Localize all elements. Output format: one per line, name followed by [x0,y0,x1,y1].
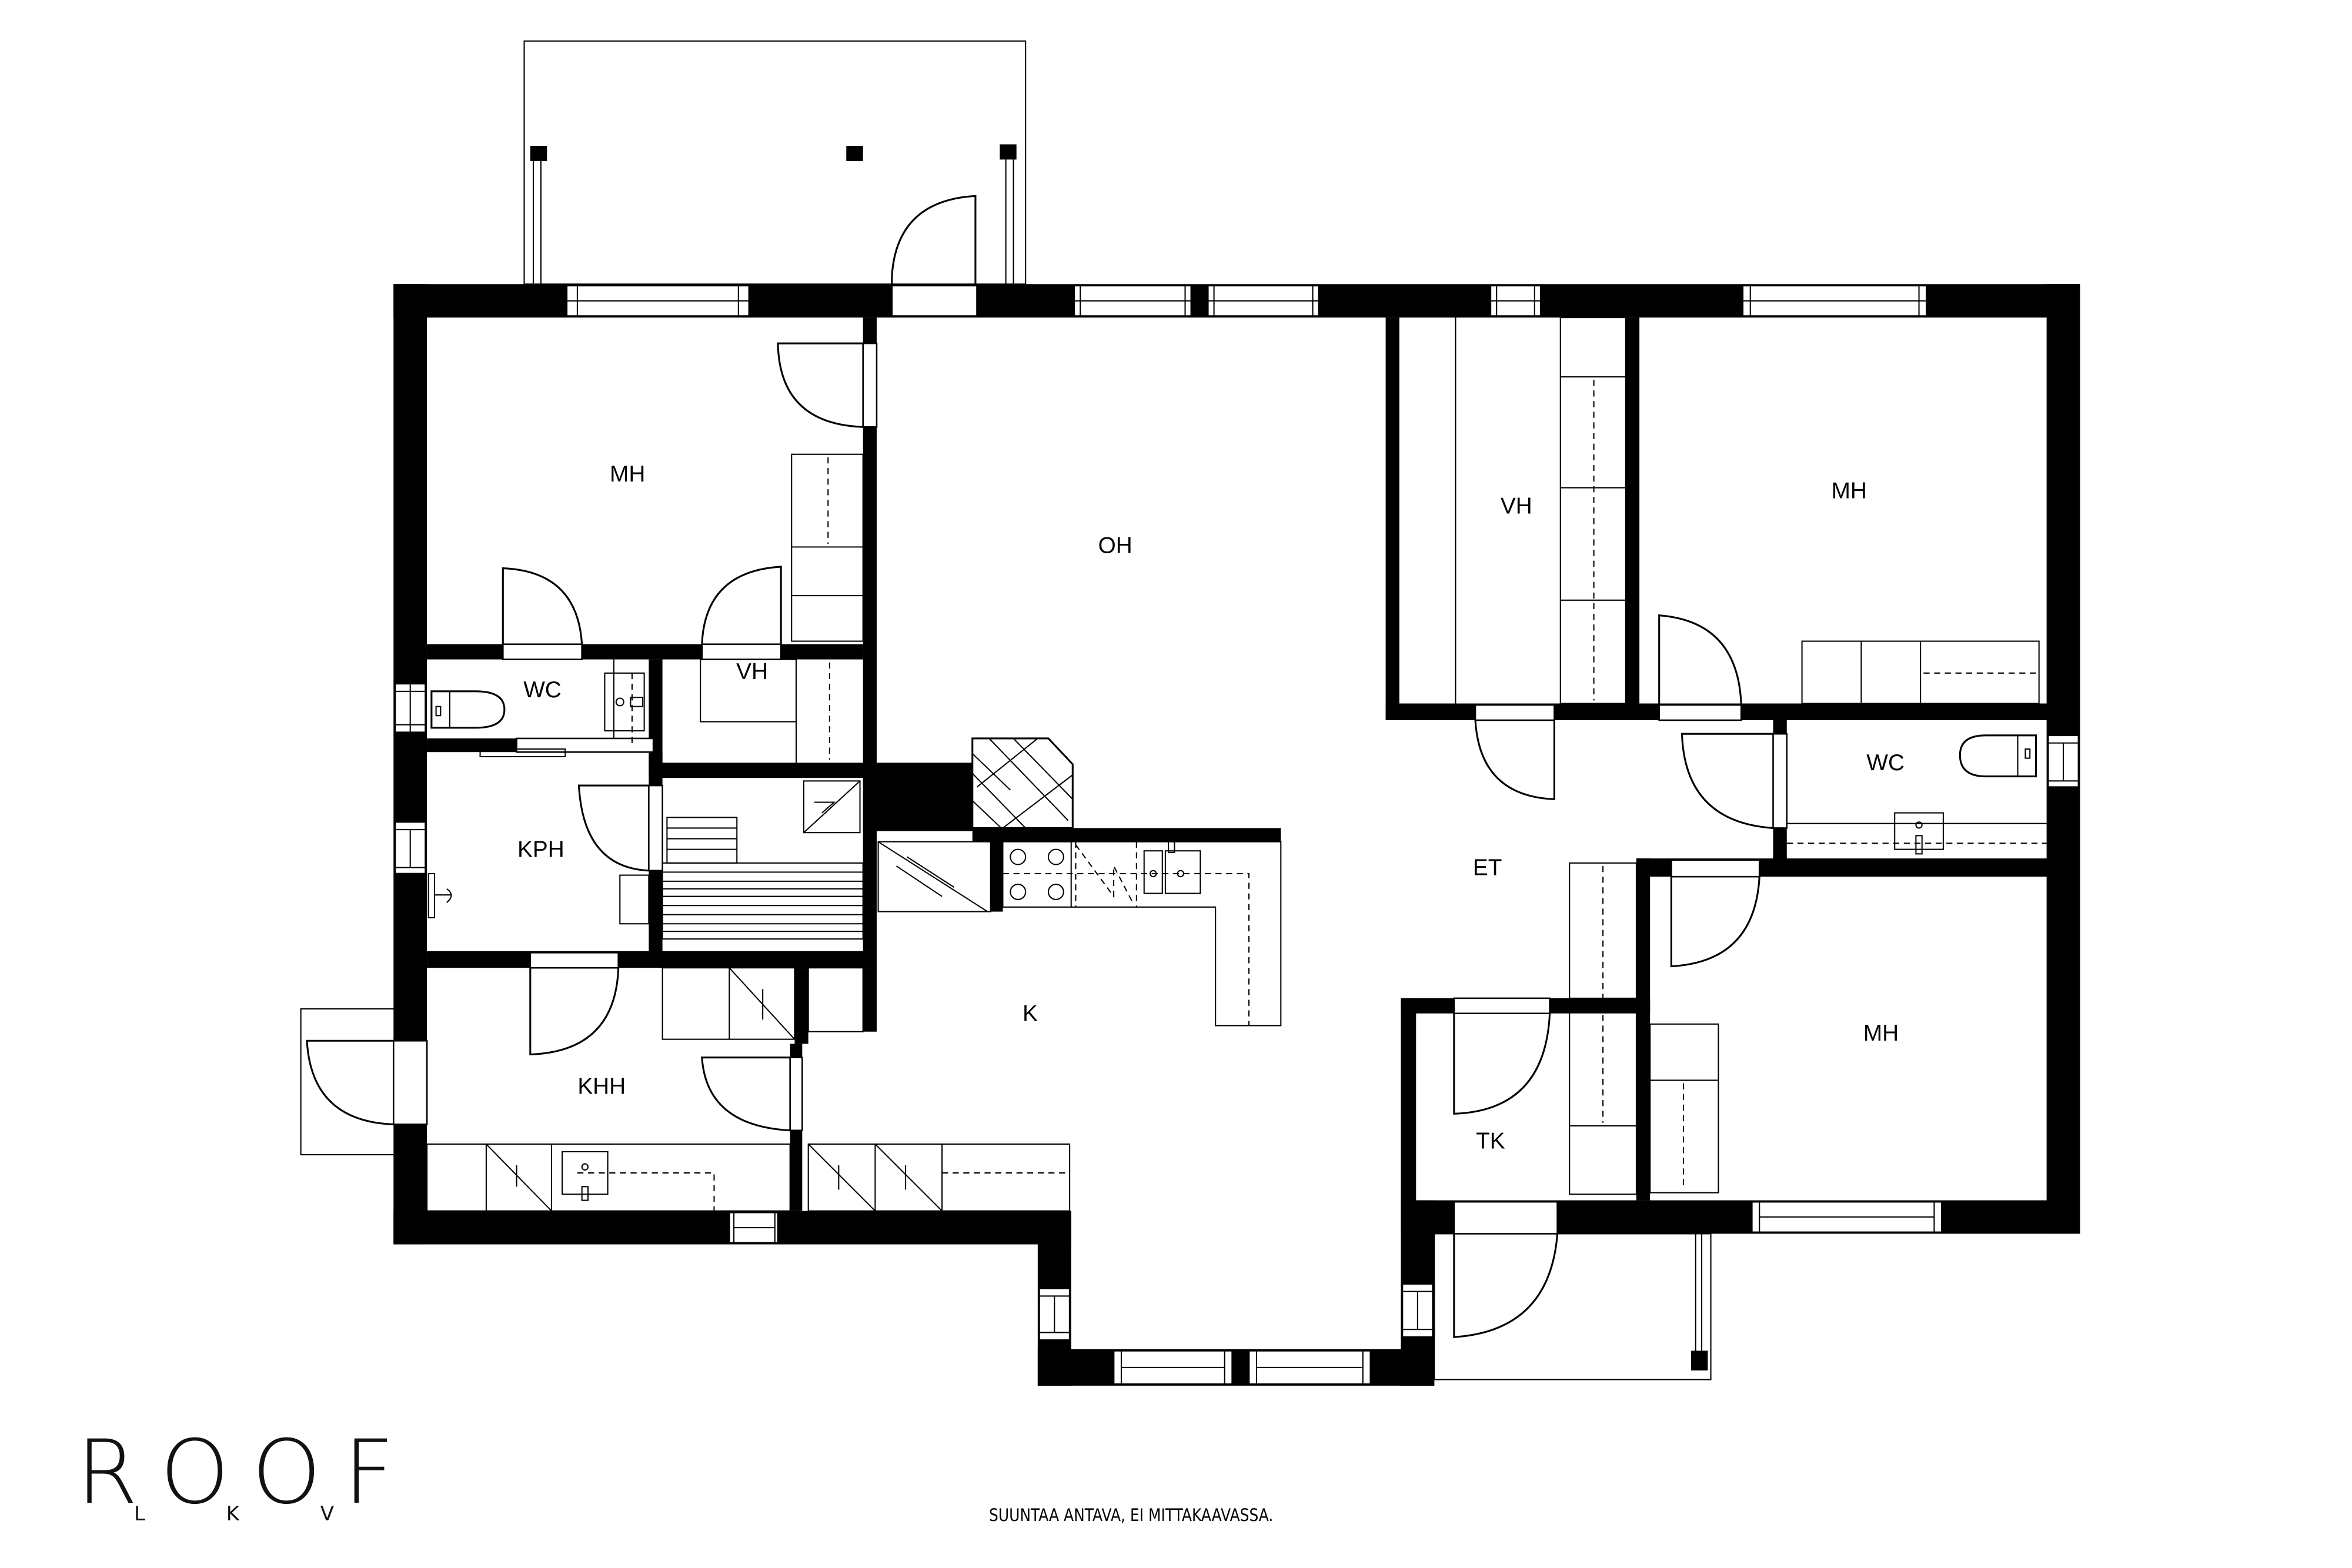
window-mh1-north [566,285,750,317]
window-wc2-east [2047,734,2080,788]
doors [300,342,1788,1380]
room-label-mh-3: MH [1863,1021,1899,1046]
roof-logo: ROOF [76,1422,417,1524]
room-label-oh: OH [1098,533,1132,559]
sauna-bench-slats [662,827,863,932]
window-k-east [1401,1283,1434,1338]
fixtures [426,317,2047,1212]
window-oh-north-2 [1207,285,1320,317]
window-k-south-1 [1112,1350,1233,1385]
window-wc1-west [394,683,426,733]
window-kph-west [394,821,426,875]
window-k-south-2 [1248,1350,1372,1385]
window-k-west [1038,1288,1071,1341]
interior-walls [427,317,2080,1211]
room-label-vh-1: VH [1501,493,1532,519]
roof-logo-subtitle: L K V [134,1502,334,1526]
logo-letter-l: L [134,1502,145,1526]
room-label-mh-2: MH [1832,479,1867,504]
window-mh2-north [1742,285,1927,317]
entry-door-north [891,285,978,317]
room-label-et: ET [1473,855,1502,880]
room-label-kph: KPH [517,837,564,862]
logo-letter-k: K [226,1502,239,1526]
room-label-k: K [1023,1001,1038,1027]
room-label-wc-2: WC [1866,750,1905,775]
room-label-mh-1: MH [610,462,645,487]
window-mh3-south [1751,1201,1943,1233]
window-vh2-north [1489,285,1542,317]
fireplace-hatch [972,738,1074,829]
room-label-vh-2: VH [736,659,768,684]
window-khh-south [729,1211,779,1244]
room-labels: MH OH VH MH WC VH WC KPH ET K MH KHH TK [517,462,1905,1154]
room-label-wc-1: WC [523,677,562,703]
windows [394,285,2080,1385]
logo-letter-v: V [320,1502,334,1526]
window-oh-north-1 [1073,285,1192,317]
room-label-khh: KHH [577,1074,626,1099]
scale-disclaimer: SUUNTAA ANTAVA, EI MITTAKAAVASSA. [989,1505,1274,1525]
north-terrace [523,40,1027,285]
room-label-tk: TK [1476,1129,1505,1154]
